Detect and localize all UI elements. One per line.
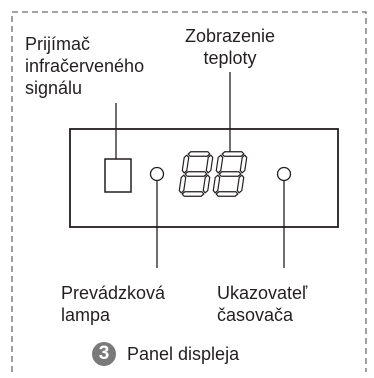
digit-2-segment-f	[215, 154, 224, 174]
digit-2-segment-b	[239, 154, 248, 174]
digit-2-segment-e	[212, 174, 221, 194]
label-timer-indicator-line-2: časovača	[217, 305, 294, 325]
ir-receiver-window	[104, 158, 132, 193]
label-temperature-display: Zobrazenie teploty	[180, 25, 280, 69]
digit-2-segment-a	[221, 151, 245, 157]
digit-1-segment-e	[178, 174, 187, 194]
caption-number-badge: 3	[92, 342, 116, 366]
dashed-frame	[11, 11, 367, 372]
label-timer-indicator: Ukazovateľ časovača	[217, 282, 307, 326]
label-ir-receiver: Prijímač infračerveného signálu	[25, 33, 144, 99]
label-ir-receiver-line-3: signálu	[25, 78, 83, 98]
label-ir-receiver-line-1: Prijímač	[25, 34, 91, 54]
label-ir-receiver-line-2: infračerveného	[25, 56, 145, 76]
digit-2-segment-d	[215, 191, 239, 197]
temperature-display-digits	[178, 151, 248, 197]
timer-indicator-lamp	[276, 166, 292, 182]
label-temperature-display-line-2: teploty	[203, 48, 257, 68]
label-operation-lamp-line-2: lampa	[61, 305, 111, 325]
digit-1-segment-b	[205, 154, 214, 174]
digit-1-segment-a	[187, 151, 211, 157]
label-temperature-display-line-1: Zobrazenie	[184, 26, 276, 46]
label-timer-indicator-line-1: Ukazovateľ	[217, 283, 308, 303]
digit-1-segment-f	[181, 154, 190, 174]
label-operation-lamp-line-1: Prevádzková	[61, 283, 166, 303]
digit-2-segment-c	[236, 174, 245, 194]
digit-2-segment-g	[218, 171, 242, 177]
caption-text: Panel displeja	[127, 343, 240, 364]
digit-1-segment-d	[181, 191, 205, 197]
label-operation-lamp: Prevádzková lampa	[61, 282, 165, 326]
operation-lamp	[149, 166, 165, 182]
panel-caption: 3 Panel displeja	[92, 340, 239, 368]
digit-1-segment-c	[202, 174, 211, 194]
digit-1-segment-g	[184, 171, 208, 177]
